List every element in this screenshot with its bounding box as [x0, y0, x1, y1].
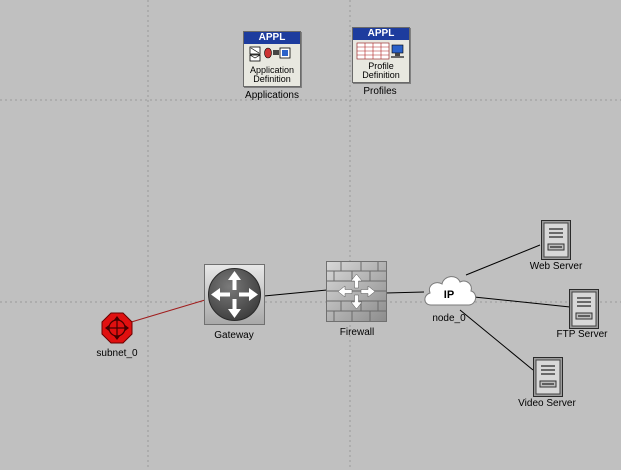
- app-def-line1: Application: [249, 65, 295, 75]
- subnet-node[interactable]: [101, 312, 133, 347]
- subnet-label: subnet_0: [96, 348, 138, 359]
- link-gateway-firewall[interactable]: [263, 289, 328, 297]
- ip-cloud-node[interactable]: IP: [421, 271, 479, 316]
- router-icon: [204, 264, 265, 325]
- ftp-server-label: FTP Server: [556, 329, 608, 340]
- app-def-line2: Definition: [253, 74, 291, 84]
- video-server-label: Video Server: [518, 398, 576, 409]
- cloud-text: IP: [444, 289, 454, 301]
- gateway-router-node[interactable]: [204, 264, 265, 328]
- web-server-label: Web Server: [529, 261, 583, 272]
- gateway-label: Gateway: [214, 330, 254, 341]
- profile-definition-icon: [356, 42, 404, 60]
- link-cloud-web[interactable]: [465, 244, 541, 276]
- appl-badge: APPL: [353, 28, 409, 40]
- node0-label: node_0: [432, 313, 466, 324]
- profile-definition-label: Profiles: [363, 86, 397, 97]
- server-icon: [569, 289, 599, 329]
- server-icon: [533, 357, 563, 397]
- link-cloud-video[interactable]: [459, 309, 534, 371]
- profile-def-line2: Definition: [362, 70, 400, 80]
- firewall-icon: [326, 261, 387, 322]
- web-server-node[interactable]: [541, 220, 571, 263]
- link-cloud-ftp[interactable]: [473, 296, 571, 308]
- video-server-node[interactable]: [533, 357, 563, 400]
- ftp-server-node[interactable]: [569, 289, 599, 332]
- subnet-icon: [101, 312, 133, 344]
- link-firewall-cloud[interactable]: [385, 291, 425, 294]
- ip-cloud-icon: IP: [424, 276, 477, 306]
- appl-badge: APPL: [244, 32, 300, 44]
- firewall-node[interactable]: [326, 261, 387, 325]
- links: [127, 244, 571, 371]
- profile-def-line1: Profile: [368, 61, 394, 71]
- link-subnet-gateway[interactable]: [127, 299, 206, 324]
- application-definition-label: Applications: [245, 90, 299, 101]
- application-definition-icon: [249, 46, 291, 62]
- server-icon: [541, 220, 571, 260]
- firewall-label: Firewall: [339, 327, 375, 338]
